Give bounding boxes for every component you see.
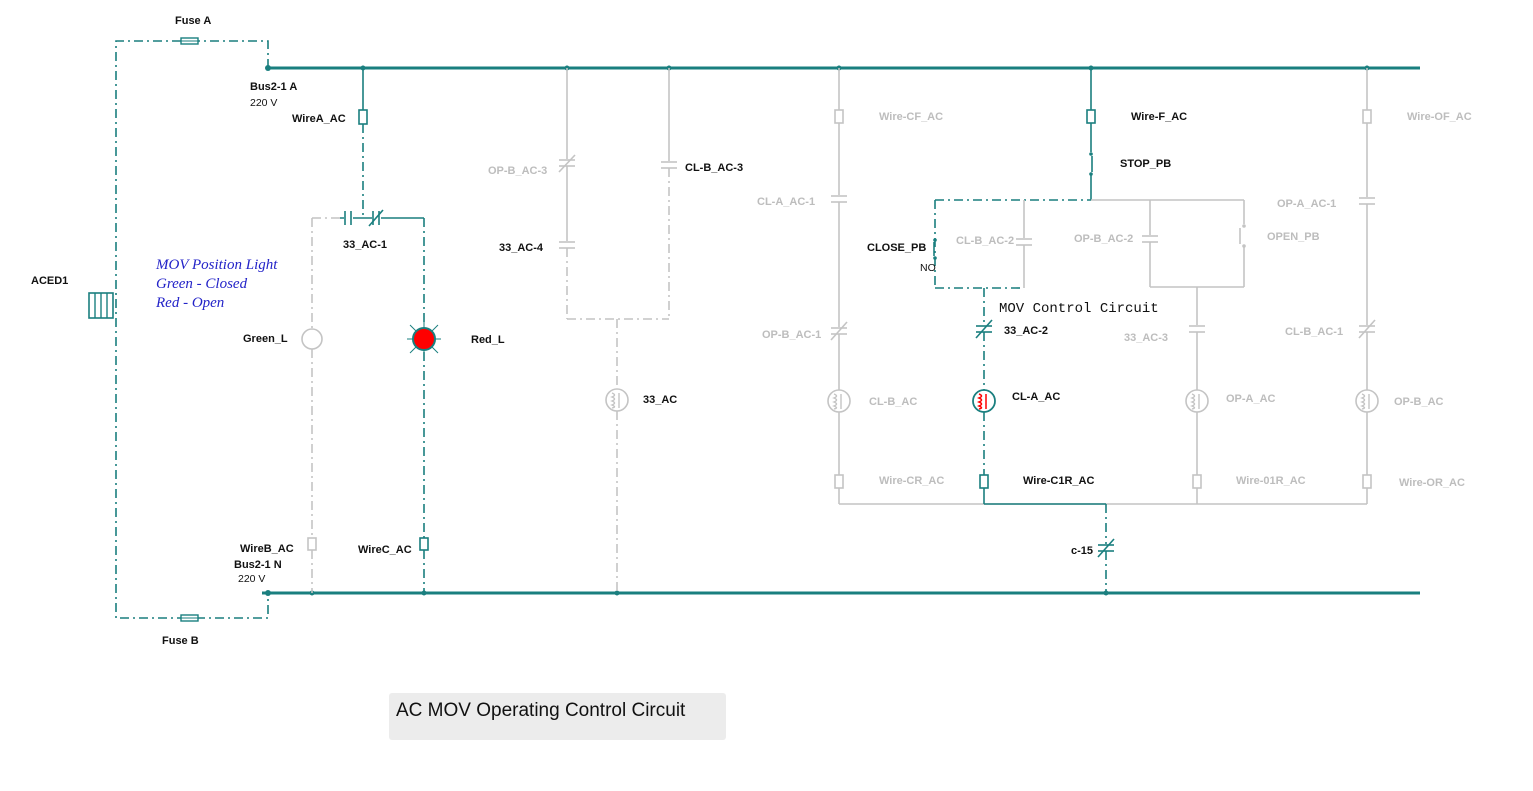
label-33-ac-3: 33_AC-3	[1124, 332, 1168, 344]
wire-c-resistor[interactable]	[419, 537, 429, 551]
label-wire-b: WireB_AC	[240, 543, 294, 555]
red-lamp[interactable]	[407, 322, 441, 356]
label-cl-b-ac-1: CL-B_AC-1	[1285, 326, 1343, 338]
label-cl-b-ac: CL-B_AC	[869, 396, 917, 408]
stop-pb-switch[interactable]	[1089, 152, 1093, 176]
legend-line-1: MOV Position Light	[155, 257, 278, 273]
title-box: AC MOV Operating Control Circuit	[389, 693, 726, 740]
contact-cl-b-ac-2[interactable]	[1016, 238, 1032, 246]
wire-or-resistor[interactable]	[1362, 474, 1372, 489]
label-open-pb: OPEN_PB	[1267, 231, 1320, 243]
label-close-pb: CLOSE_PB	[867, 242, 926, 254]
coil-op-b-ac[interactable]	[1355, 389, 1379, 413]
label-cl-a-ac: CL-A_AC	[1012, 391, 1060, 403]
label-33-ac: 33_AC	[643, 394, 677, 406]
label-wire-c1r: Wire-C1R_AC	[1023, 475, 1094, 487]
contact-cl-a-ac-1[interactable]	[831, 195, 847, 203]
label-wire-c: WireC_AC	[358, 544, 412, 556]
label-fuse-b: Fuse B	[162, 635, 199, 647]
wire-01r-resistor[interactable]	[1192, 474, 1202, 489]
label-aced1: ACED1	[31, 275, 68, 287]
fuse-b[interactable]	[180, 614, 199, 622]
coil-cl-a-ac[interactable]	[972, 389, 996, 413]
label-cl-b-ac-2: CL-B_AC-2	[956, 235, 1014, 247]
green-lamp[interactable]	[301, 328, 323, 350]
label-fuse-a: Fuse A	[175, 15, 211, 27]
wire-b-resistor[interactable]	[307, 537, 317, 551]
label-wire-f: Wire-F_AC	[1131, 111, 1187, 123]
fuse-loop	[115, 40, 269, 619]
fuse-a[interactable]	[180, 37, 199, 45]
diagram-title: AC MOV Operating Control Circuit	[396, 700, 686, 721]
label-op-b-ac-1: OP-B_AC-1	[762, 329, 821, 341]
label-bus-n: Bus2-1 N	[234, 559, 282, 571]
open-pb-switch[interactable]	[1239, 224, 1246, 248]
contact-33-ac-1[interactable]	[344, 209, 384, 227]
legend-line-2: Green - Closed	[156, 276, 248, 292]
label-wire-of: Wire-OF_AC	[1407, 111, 1472, 123]
aced1-source[interactable]	[88, 292, 114, 319]
contact-cl-b-ac-3[interactable]	[661, 161, 677, 169]
label-op-b-ac-3: OP-B_AC-3	[488, 165, 547, 177]
label-op-a-ac-1: OP-A_AC-1	[1277, 198, 1336, 210]
label-wire-cf: Wire-CF_AC	[879, 111, 943, 123]
label-cl-b-ac-3: CL-B_AC-3	[685, 162, 743, 174]
label-stop-pb: STOP_PB	[1120, 158, 1171, 170]
label-op-b-ac: OP-B_AC	[1394, 396, 1444, 408]
label-no: NO	[920, 262, 936, 274]
label-33-ac-1: 33_AC-1	[343, 239, 387, 251]
legend-line-3: Red - Open	[155, 295, 224, 311]
coil-33-ac[interactable]	[605, 388, 629, 412]
wire-cf-resistor[interactable]	[834, 109, 844, 124]
wire-a-resistor[interactable]	[358, 109, 368, 125]
label-wire-01r: Wire-01R_AC	[1236, 475, 1306, 487]
coil-cl-b-ac[interactable]	[827, 389, 851, 413]
label-green-l: Green_L	[243, 333, 288, 345]
label-cl-a-ac-1: CL-A_AC-1	[757, 196, 815, 208]
label-33-ac-2: 33_AC-2	[1004, 325, 1048, 337]
label-bus-n-voltage: 220 V	[238, 573, 265, 585]
coil-op-a-ac[interactable]	[1185, 389, 1209, 413]
label-wire-or: Wire-OR_AC	[1399, 477, 1465, 489]
wire-f-resistor[interactable]	[1086, 109, 1096, 124]
close-pb-switch[interactable]	[933, 238, 937, 260]
wire-of-resistor[interactable]	[1362, 109, 1372, 124]
label-bus-a: Bus2-1 A	[250, 81, 297, 93]
label-33-ac-4: 33_AC-4	[499, 242, 544, 254]
wire-c1r-resistor[interactable]	[979, 474, 989, 489]
label-op-b-ac-2: OP-B_AC-2	[1074, 233, 1133, 245]
contact-op-a-ac-1[interactable]	[1359, 197, 1375, 205]
contact-33-ac-3[interactable]	[1189, 325, 1205, 333]
label-bus-a-voltage: 220 V	[250, 97, 277, 109]
section-label-mov-control: MOV Control Circuit	[999, 301, 1159, 317]
contact-33-ac-4[interactable]	[559, 241, 575, 249]
label-red-l: Red_L	[471, 334, 505, 346]
label-wire-cr: Wire-CR_AC	[879, 475, 944, 487]
label-c-15: c-15	[1071, 545, 1093, 557]
label-wire-a: WireA_AC	[292, 113, 346, 125]
contact-op-b-ac-2[interactable]	[1142, 235, 1158, 243]
label-op-a-ac: OP-A_AC	[1226, 393, 1276, 405]
wire-cr-resistor[interactable]	[834, 474, 844, 489]
